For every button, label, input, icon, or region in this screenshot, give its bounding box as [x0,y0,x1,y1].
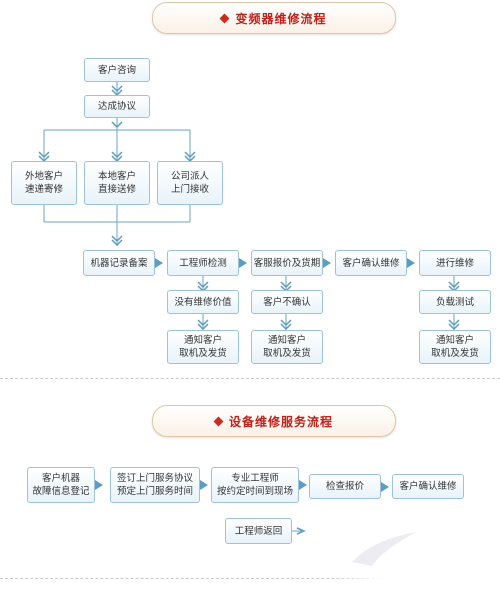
watermark-logo-icon [352,532,416,566]
step-reach-agreement: 达成协议 [84,95,150,118]
section1-title-banner: 变频器维修流程 [152,2,396,34]
svc-step-engineer-onsite: 专业工程师 按约定时间到现场 [211,467,307,503]
svc-step-inspect-quote: 检查报价 [309,474,389,499]
branch-local-line2: 直接送修 [97,184,136,195]
notify-3-line2: 取机及发货 [431,348,479,359]
svc-step-fault-register: 客户机器 故障信息登记 [27,467,103,503]
sub-customer-not-confirm: 客户不确认 [251,290,323,314]
sub-load-test: 负载测试 [419,290,491,314]
svc-step-engineer-return: 工程师返回 [225,518,292,544]
branch-remote-line2: 速递寄修 [24,184,63,195]
branch-remote-line1: 外地客户 [24,171,63,182]
branch-local-customer: 本地客户 直接送修 [84,161,150,205]
notify-2-line2: 取机及发货 [263,348,311,359]
section2-title-banner: 设备维修服务流程 [152,405,396,437]
section-divider-1 [0,378,500,379]
section1-title: 变频器维修流程 [235,11,327,26]
step-quote-delivery: 客服报价及货期 [251,250,331,276]
branch-pickup-line2: 上门接收 [170,184,209,195]
section2-title: 设备维修服务流程 [228,414,333,429]
svc-step-2-line1: 签订上门服务协议 [116,473,193,484]
svc-step-1-line1: 客户机器 [41,473,80,484]
branch-pickup-line1: 公司派人 [170,171,209,182]
step-engineer-inspection: 工程师检测 [167,250,247,276]
notify-customer-1: 通知客户 取机及发货 [167,330,239,364]
svc-step-1-line2: 故障信息登记 [32,486,90,497]
notify-1-line2: 取机及发货 [179,348,227,359]
branch-local-line1: 本地客户 [97,171,136,182]
svc-step-2-line2: 预定上门服务时间 [116,486,193,497]
step-record-filing: 机器记录备案 [83,250,163,276]
notify-2-line1: 通知客户 [267,335,306,346]
branch-remote-customer: 外地客户 速递寄修 [11,161,77,205]
svc-step-3-line2: 按约定时间到现场 [216,486,293,497]
section-divider-2 [0,578,500,579]
notify-1-line1: 通知客户 [183,335,222,346]
notify-customer-3: 通知客户 取机及发货 [419,330,491,364]
step-customer-consult: 客户咨询 [84,58,150,82]
title-bullet-icon [220,13,230,23]
notify-3-line1: 通知客户 [435,335,474,346]
watermark-fade [330,506,500,592]
sub-no-repair-value: 没有维修价值 [167,290,239,314]
step-customer-confirm: 客户确认维修 [335,250,415,276]
title-bullet-icon-2 [213,416,224,426]
svc-step-customer-confirm: 客户确认维修 [392,474,464,499]
svc-step-3-line1: 专业工程师 [231,473,279,484]
branch-company-pickup: 公司派人 上门接收 [157,161,223,205]
svc-step-sign-agreement: 签订上门服务协议 预定上门服务时间 [110,467,208,503]
notify-customer-2: 通知客户 取机及发货 [251,330,323,364]
step-perform-repair: 进行维修 [419,250,491,276]
